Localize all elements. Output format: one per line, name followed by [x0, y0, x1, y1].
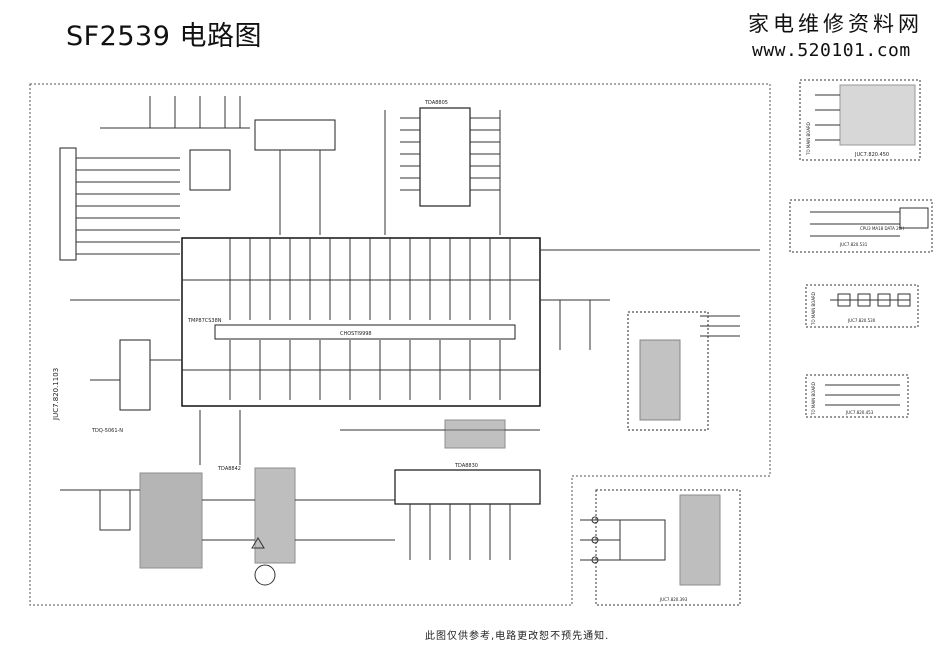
footer-note: 此图仅供参考,电路更改恕不预先通知. [425, 631, 610, 642]
audio-board: JUC7.820.453 TO MAIN BOARD [805, 374, 909, 418]
main-board-label: JUC7.820.1103 [52, 368, 60, 421]
key-board-side-text: TO MAIN BOARD [811, 292, 816, 326]
main-ic-name: TMP87CS38N [187, 318, 222, 324]
main-ic: CHOSTI9998 TMP87CS38N [181, 237, 541, 407]
connector-label: TDQ-5061-N [91, 428, 123, 434]
av-board-side-text: TO MAIN BOARD [806, 122, 811, 156]
av-board: JUC7.820.450 TO MAIN BOARD [799, 79, 921, 161]
left-middle-circuit: TDQ-5061-N [70, 299, 241, 465]
sensor-board-text: CPU3 MA18 DATA 20H [860, 226, 904, 231]
sensor-board-label: JUC7.820.531 [839, 242, 868, 247]
ic-top-label: TDA8805 [424, 100, 448, 106]
power-ic-label: TDA8842 [217, 466, 241, 472]
watermark-url: www.520101.com [752, 40, 911, 61]
key-board-label: JUC7.820.530 [847, 318, 876, 323]
crt-board: JUC7.820.393 [580, 489, 741, 606]
av-board-label: JUC7.820.450 [854, 152, 889, 158]
right-circuit [540, 249, 760, 431]
ic-top: TDA8805 [384, 100, 501, 235]
main-ic-part: CHOSTI9998 [340, 331, 372, 337]
power-supply-circuit: TDA8842 [60, 466, 395, 586]
top-left-circuit [100, 96, 336, 235]
input-connector [59, 147, 180, 261]
key-board: JUC7.820.530 TO MAIN BOARD [805, 284, 919, 328]
ic-mid-label: TDA8830 [454, 463, 478, 469]
audio-board-label: JUC7.820.453 [845, 410, 874, 415]
ic-mid: TDA8830 [340, 419, 541, 560]
main-board: JUC7.820.1103 [29, 83, 771, 606]
sensor-board: CPU3 MA18 DATA 20H JUC7.820.531 [789, 199, 933, 253]
crt-board-label: JUC7.820.393 [659, 597, 688, 602]
watermark-site-name: 家电维修资料网 [748, 12, 923, 36]
audio-board-side-text: TO MAIN BOARD [811, 382, 816, 416]
page-title: SF2539 电路图 [66, 21, 262, 52]
